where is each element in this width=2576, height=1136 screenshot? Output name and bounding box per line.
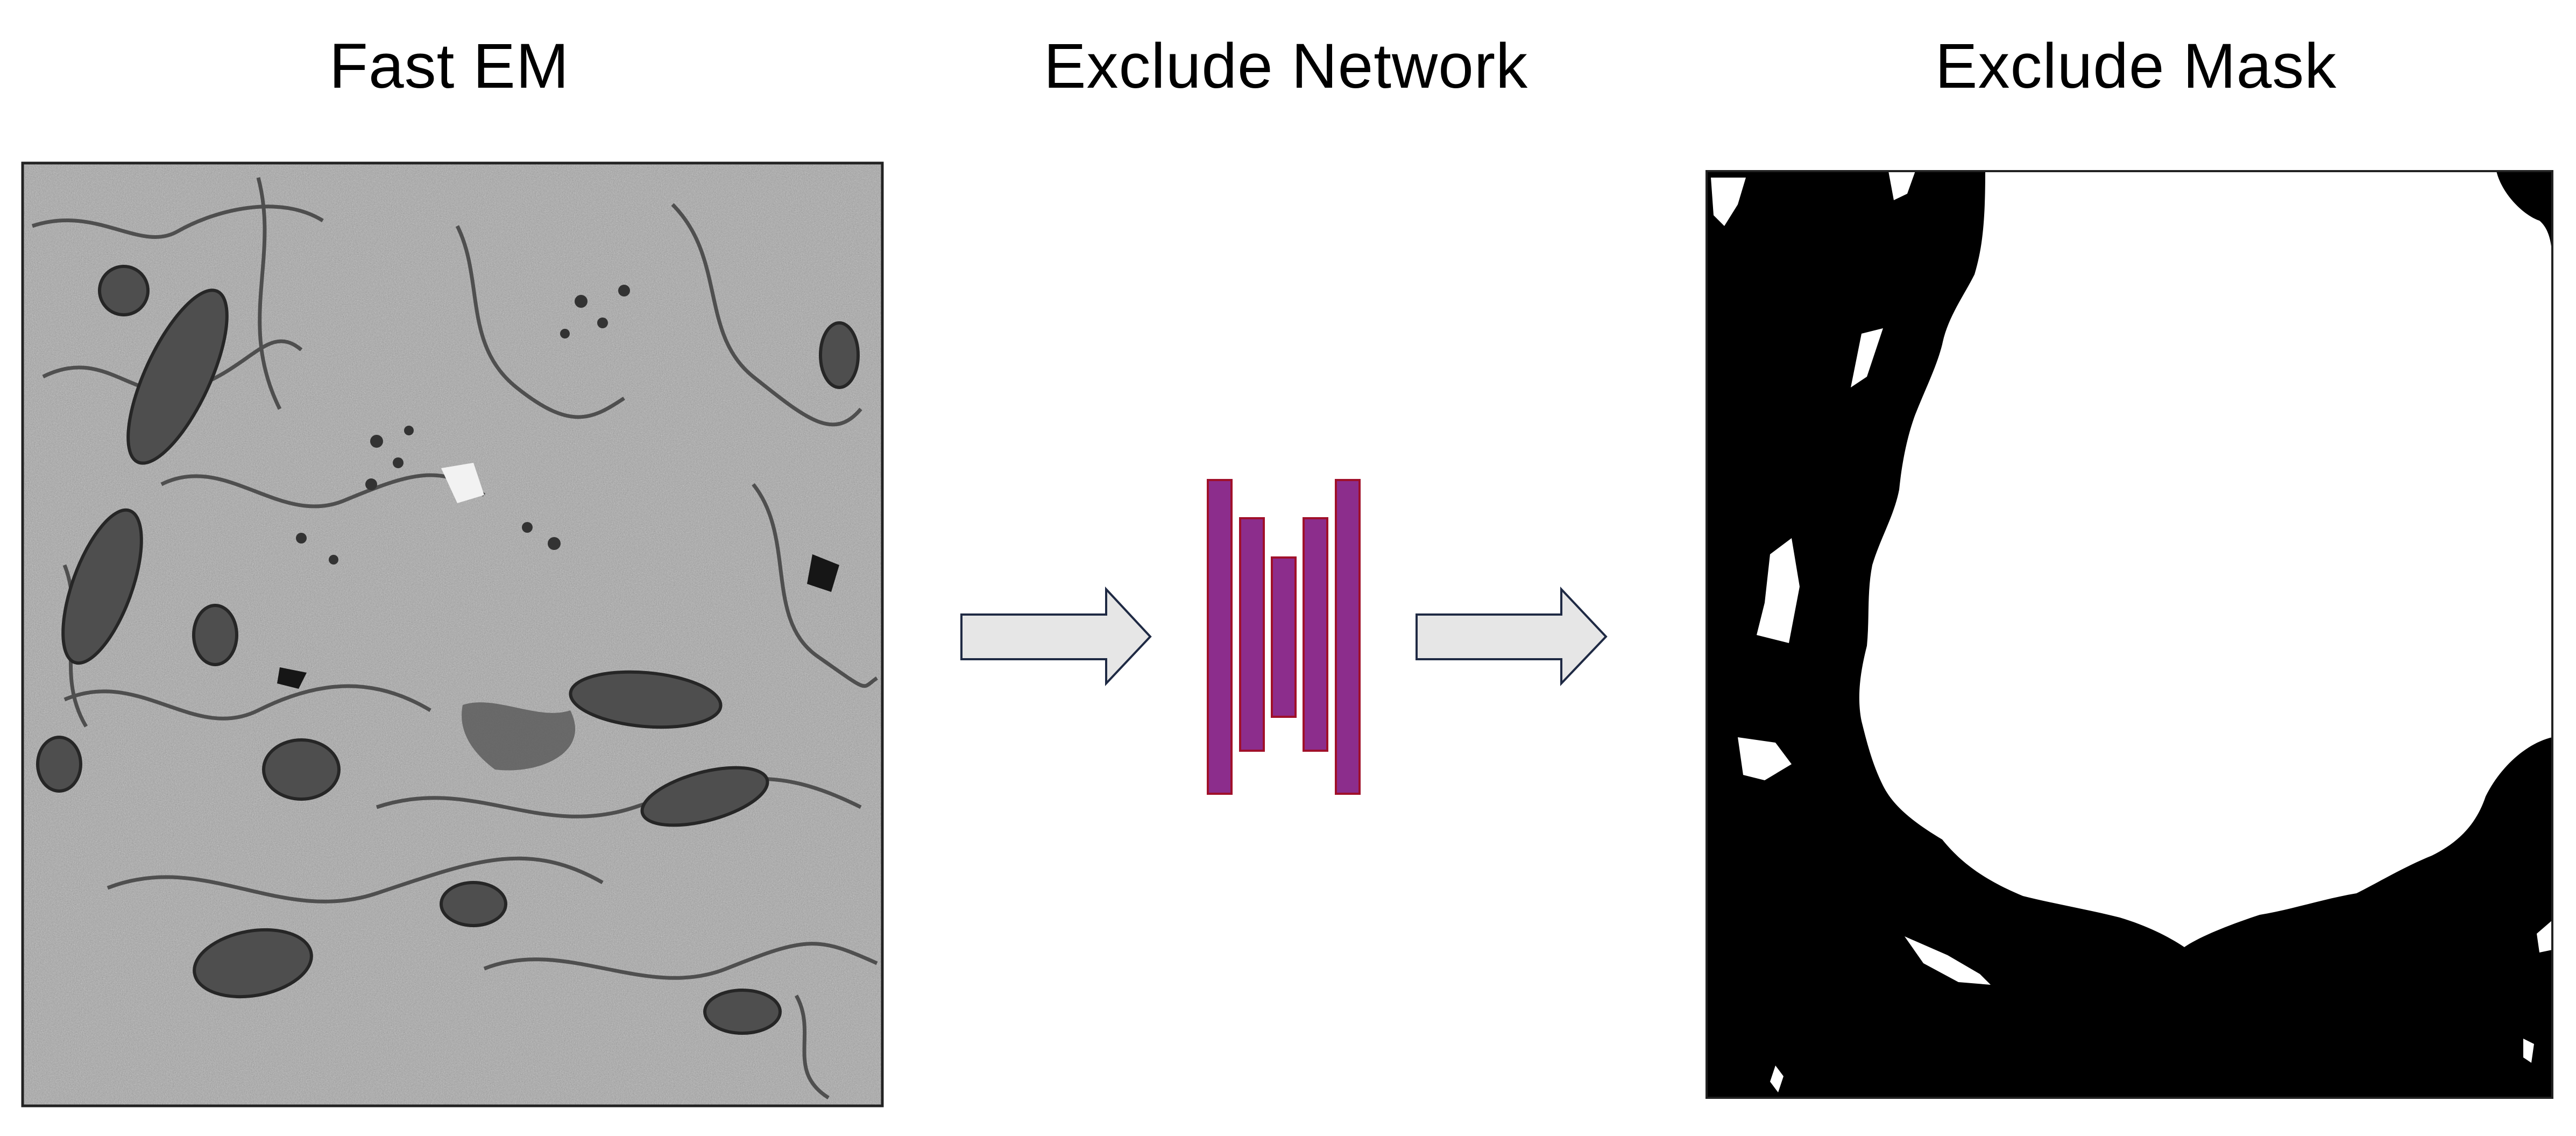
network-layer <box>1335 479 1361 795</box>
network-layer <box>1207 479 1233 795</box>
network-layer <box>1271 556 1297 718</box>
em-image <box>23 163 882 1106</box>
fast-em-title: Fast EM <box>329 31 570 102</box>
network-layer <box>1239 517 1265 752</box>
mask-image-frame <box>1705 170 2553 1099</box>
exclude-mask-title: Exclude Mask <box>1935 31 2337 102</box>
right-arrow-icon <box>960 586 1152 687</box>
exclude-network-title: Exclude Network <box>1043 31 1528 102</box>
binary-mask-image <box>1707 171 2552 1098</box>
network-layer <box>1303 517 1328 752</box>
right-arrow-icon <box>1416 586 1608 686</box>
em-image-frame <box>21 161 884 1107</box>
encoder-decoder-network-icon <box>1207 479 1361 795</box>
